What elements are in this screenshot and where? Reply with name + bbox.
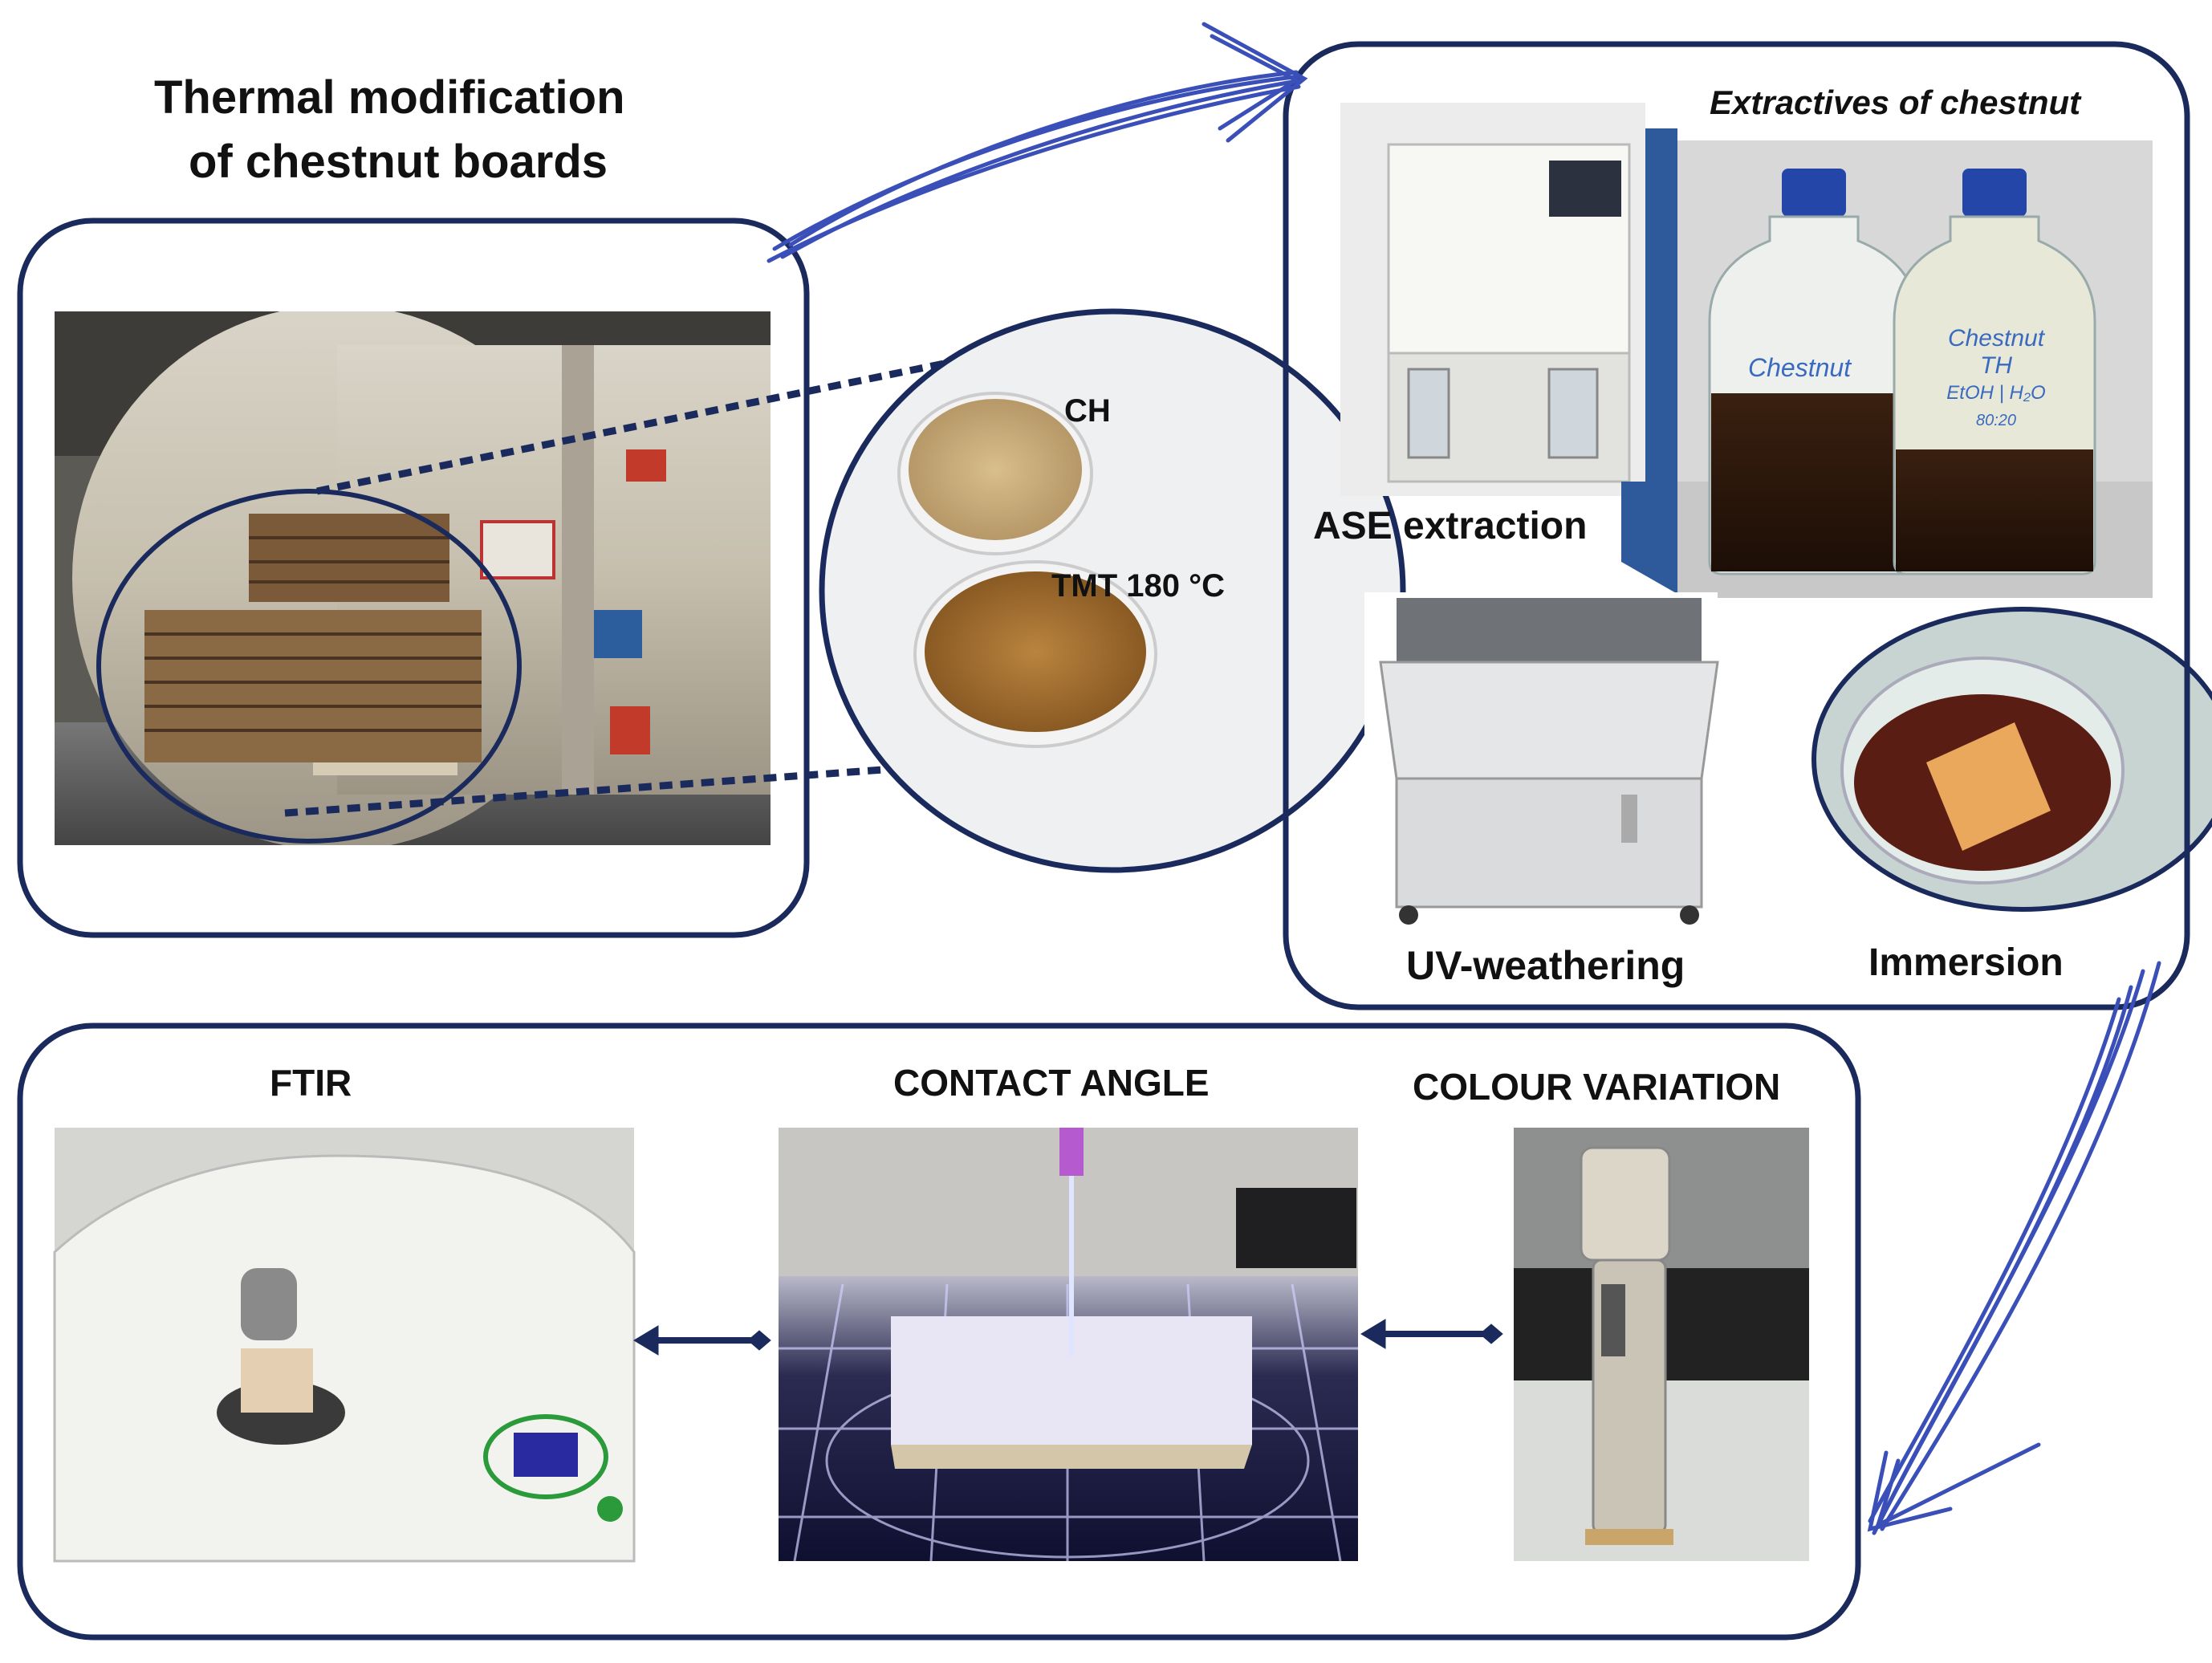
contact-angle-photo — [779, 1128, 1358, 1562]
bottle-2-label: Chestnut TH EtOH | H₂O 80:20 — [1944, 325, 2048, 434]
extractives-heading: Extractives of chestnut — [1710, 83, 2081, 121]
panel-extractives — [1283, 41, 2190, 1010]
immersion-photo — [1814, 609, 2212, 909]
double-arrow-right — [1360, 1319, 1503, 1349]
bottle-1-label: Chestnut — [1748, 353, 1852, 382]
uv-weathering-label: UV-weathering — [1406, 943, 1685, 988]
tmt-powder — [925, 571, 1146, 732]
title-line-1: Thermal modification — [154, 71, 625, 124]
ftir-label: FTIR — [270, 1062, 352, 1104]
ch-powder — [909, 399, 1082, 540]
zoom-connector-lines — [284, 349, 996, 817]
kiln-photo — [55, 311, 771, 845]
wood-sample — [1926, 722, 2051, 851]
title-line-2: of chestnut boards — [189, 136, 608, 188]
bottle-2-line-1: Chestnut — [1947, 325, 2045, 352]
ch-label: CH — [1064, 393, 1111, 429]
bottle-2-line-2: TH — [1980, 352, 2012, 379]
bottle-2-line-4: 80:20 — [1975, 412, 2017, 429]
panel-analysis — [17, 1023, 1861, 1641]
zoom-ellipse — [96, 489, 522, 844]
bottle-2-line-3: EtOH | H₂O — [1946, 382, 2046, 404]
sample-circle — [819, 308, 1406, 873]
sample-powders — [822, 313, 1403, 870]
uv-weathering-photo — [1364, 592, 1719, 929]
arrow-right-down — [1867, 961, 2161, 1535]
ftir-photo — [53, 1128, 636, 1563]
tmt-label: TMT 180 °C — [1051, 568, 1226, 604]
extractives-banner — [1621, 128, 1677, 594]
arrow-top — [766, 22, 1308, 263]
panel-kiln — [17, 218, 810, 938]
immersion-label: Immersion — [1868, 941, 2064, 984]
double-arrow-left — [633, 1325, 771, 1356]
colour-variation-label: COLOUR VARIATION — [1413, 1066, 1781, 1108]
ase-extraction-label: ASE extraction — [1313, 505, 1588, 547]
colorimeter-photo — [1514, 1128, 1809, 1561]
ase-instrument-photo — [1340, 103, 1645, 496]
contact-angle-label: CONTACT ANGLE — [893, 1062, 1210, 1104]
extractive-bottles-photo — [1677, 140, 2153, 598]
immersion-circle — [1811, 607, 2212, 912]
